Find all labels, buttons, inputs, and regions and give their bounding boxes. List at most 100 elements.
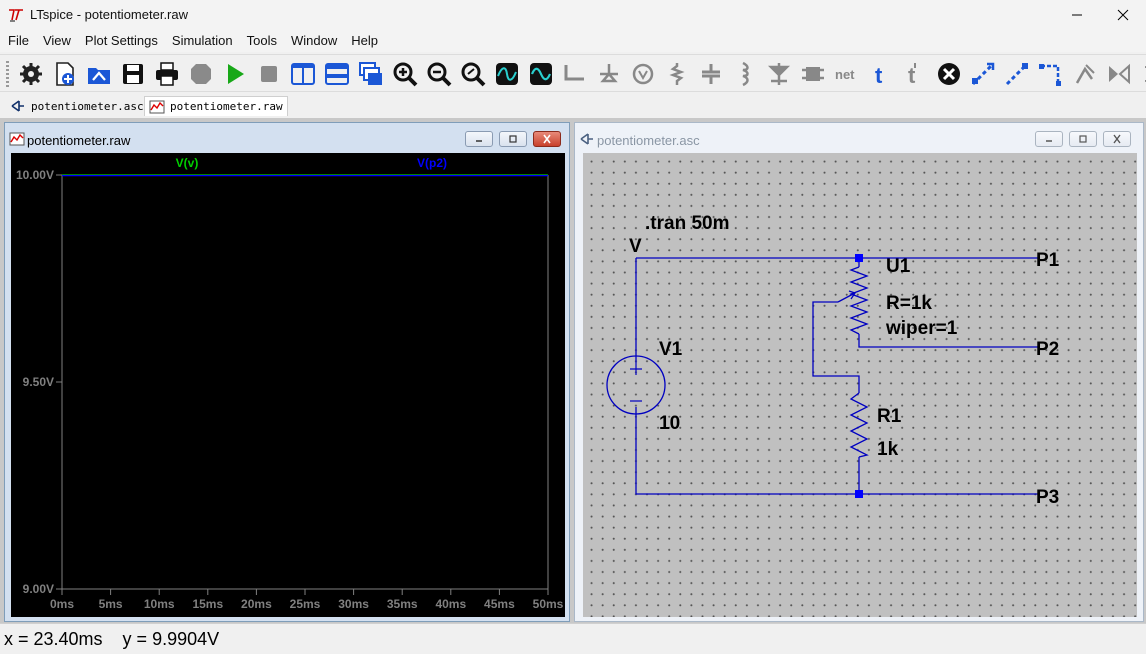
wire-left-lower[interactable]	[635, 414, 1038, 495]
stop-button[interactable]	[255, 60, 283, 88]
x-tick-label: 35ms	[387, 597, 418, 611]
menu-bar: File View Plot Settings Simulation Tools…	[0, 30, 1146, 52]
schematic-window-title: potentiometer.asc	[597, 133, 700, 148]
tile-horizontal-button[interactable]	[323, 60, 351, 88]
wire-icon	[564, 65, 584, 81]
redo-button[interactable]	[1071, 60, 1099, 88]
tile-horizontal-icon	[325, 63, 349, 85]
plot-minimize-button[interactable]	[465, 131, 493, 147]
x-tick-label: 15ms	[192, 597, 223, 611]
open-button[interactable]	[85, 60, 113, 88]
close-button[interactable]	[1100, 0, 1146, 30]
zoom-out-button[interactable]	[425, 60, 453, 88]
menu-view[interactable]: View	[42, 33, 71, 48]
menu-file[interactable]: File	[8, 33, 29, 48]
delete-button[interactable]	[935, 60, 963, 88]
restore-icon	[509, 135, 517, 143]
menu-tools[interactable]: Tools	[246, 33, 277, 48]
v1-value-label: 10	[659, 413, 680, 434]
ground-button[interactable]	[595, 60, 623, 88]
minimize-icon	[1046, 140, 1052, 142]
wire-u1-bottom-to-p2[interactable]	[858, 334, 1038, 348]
net-label-p2[interactable]: P2	[1036, 339, 1059, 360]
zoom-fit-button[interactable]	[459, 60, 487, 88]
undo-button[interactable]	[1037, 60, 1065, 88]
tab-potentiometer-raw[interactable]: potentiometer.raw	[144, 96, 288, 116]
new-schematic-button[interactable]	[51, 60, 79, 88]
schematic-close-button[interactable]	[1103, 131, 1131, 147]
zoom-in-button[interactable]	[391, 60, 419, 88]
net-label-v[interactable]: V	[629, 236, 642, 257]
menu-plot-settings[interactable]: Plot Settings	[84, 33, 158, 48]
net-label-p3[interactable]: P3	[1036, 487, 1059, 508]
svg-text:net: net	[835, 67, 855, 82]
r1-name-label: R1	[877, 406, 902, 427]
trace-label[interactable]: V(p2)	[417, 156, 447, 170]
schematic-drawing[interactable]: .tran 50m V V1 10 U1 R=1k wiper=1 R1 1k …	[583, 153, 1137, 617]
inductor-button[interactable]	[731, 60, 759, 88]
voltage-source-button[interactable]	[629, 60, 657, 88]
minimize-button[interactable]	[1054, 0, 1100, 30]
x-tick-label: 20ms	[241, 597, 272, 611]
wire-button[interactable]	[561, 60, 589, 88]
minimize-icon	[476, 140, 482, 142]
potentiometer-u1[interactable]	[837, 266, 869, 335]
schematic-canvas[interactable]: .tran 50m V V1 10 U1 R=1k wiper=1 R1 1k …	[583, 153, 1137, 617]
cascade-button[interactable]	[357, 60, 385, 88]
tile-vertical-button[interactable]	[289, 60, 317, 88]
autorange-icon	[496, 63, 518, 85]
net-label-icon: net	[835, 67, 855, 82]
wire-wiper-to-r1[interactable]	[812, 301, 860, 393]
plot-axes	[61, 175, 549, 590]
capacitor-button[interactable]	[697, 60, 725, 88]
toolbar-grip[interactable]	[6, 61, 9, 87]
component-button[interactable]	[799, 60, 827, 88]
spice-directive[interactable]: .tran 50m	[645, 213, 729, 234]
drag-button[interactable]	[1003, 60, 1031, 88]
mirror-icon	[1109, 63, 1130, 85]
menu-simulation[interactable]: Simulation	[171, 33, 233, 48]
settings-button[interactable]	[17, 60, 45, 88]
voltage-source-v1[interactable]	[606, 355, 666, 415]
spice-directive-button[interactable]: t	[901, 60, 929, 88]
y-tick-label: 10.00V	[16, 168, 54, 182]
menu-help[interactable]: Help	[351, 33, 378, 48]
halt-icon	[191, 64, 211, 84]
tile-vertical-icon	[291, 63, 315, 85]
save-icon	[123, 64, 143, 84]
waveform-button[interactable]	[527, 60, 555, 88]
trace-label[interactable]: V(v)	[176, 156, 199, 170]
save-button[interactable]	[119, 60, 147, 88]
schematic-icon	[580, 133, 593, 145]
net-label-button[interactable]: netnet	[833, 60, 861, 88]
net-label-p1[interactable]: P1	[1036, 250, 1060, 271]
text-button[interactable]: tt	[867, 60, 895, 88]
schematic-window-caption[interactable]: potentiometer.asc	[575, 123, 1143, 153]
autorange-button[interactable]	[493, 60, 521, 88]
halt-button[interactable]	[187, 60, 215, 88]
schematic-minimize-button[interactable]	[1035, 131, 1063, 147]
diode-button[interactable]	[765, 60, 793, 88]
junction-dot-top	[855, 254, 863, 262]
tab-potentiometer-asc[interactable]: potentiometer.asc	[6, 96, 148, 116]
r1-value-label: 1k	[877, 439, 899, 460]
u1-wiper-label: wiper=1	[885, 318, 958, 339]
y-tick-label: 9.00V	[23, 582, 54, 596]
mirror-button[interactable]	[1105, 60, 1133, 88]
delete-icon	[938, 63, 960, 85]
menu-window[interactable]: Window	[290, 33, 338, 48]
move-button[interactable]	[969, 60, 997, 88]
svg-text:t: t	[875, 63, 883, 87]
plot-window-caption[interactable]: potentiometer.raw	[5, 123, 569, 153]
resistor-r1[interactable]	[849, 392, 869, 458]
print-button[interactable]	[153, 60, 181, 88]
x-tick-label: 5ms	[99, 597, 123, 611]
plot-restore-button[interactable]	[499, 131, 527, 147]
run-button[interactable]	[221, 60, 249, 88]
plot-close-button[interactable]	[533, 131, 561, 147]
schematic-restore-button[interactable]	[1069, 131, 1097, 147]
resistor-button[interactable]	[663, 60, 691, 88]
rotate-button[interactable]	[1131, 60, 1146, 88]
